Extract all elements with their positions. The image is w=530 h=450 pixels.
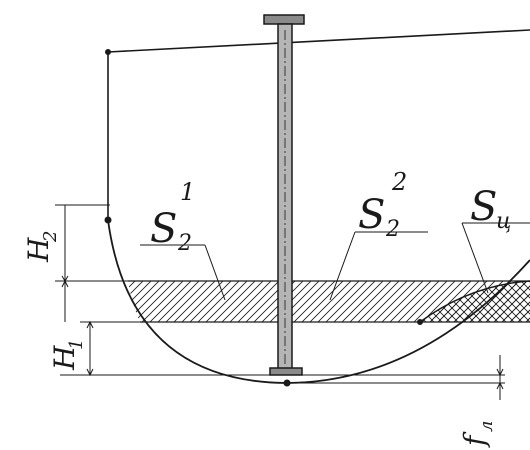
svg-text:1: 1 — [66, 339, 87, 350]
label-s2-1: S 2 1 — [150, 178, 195, 256]
central-pipe — [263, 14, 305, 376]
svg-text:2: 2 — [177, 231, 192, 256]
svg-text:S: S — [150, 206, 177, 252]
svg-text:л: л — [476, 421, 497, 432]
hatched-layer-s2 — [128, 281, 530, 322]
interface-curve — [419, 280, 530, 323]
label-s2-2: S 2 2 — [358, 168, 407, 242]
svg-text:S: S — [358, 192, 385, 238]
svg-text:2: 2 — [40, 231, 61, 243]
svg-text:1: 1 — [180, 178, 195, 206]
svg-text:S: S — [470, 184, 497, 230]
leader-s2-2-diag — [329, 231, 356, 301]
leader-sc-diag — [461, 222, 489, 294]
corner-point — [105, 49, 111, 55]
svg-text:H: H — [22, 237, 55, 263]
svg-text:f: f — [458, 431, 491, 448]
top-edge-line — [107, 29, 530, 53]
leader-s2-1-diag — [204, 244, 226, 301]
label-fl: f л — [458, 421, 497, 448]
svg-text:2: 2 — [391, 168, 407, 196]
svg-text:2: 2 — [385, 217, 400, 242]
label-h1: H 1 — [48, 339, 87, 371]
svg-text:ц: ц — [496, 209, 511, 234]
bottom-point — [283, 379, 291, 387]
cross-hatched-region-sc — [420, 281, 530, 322]
label-h2: H 2 — [22, 231, 61, 263]
svg-text:H: H — [48, 345, 81, 371]
label-sc: S ц — [470, 184, 511, 234]
